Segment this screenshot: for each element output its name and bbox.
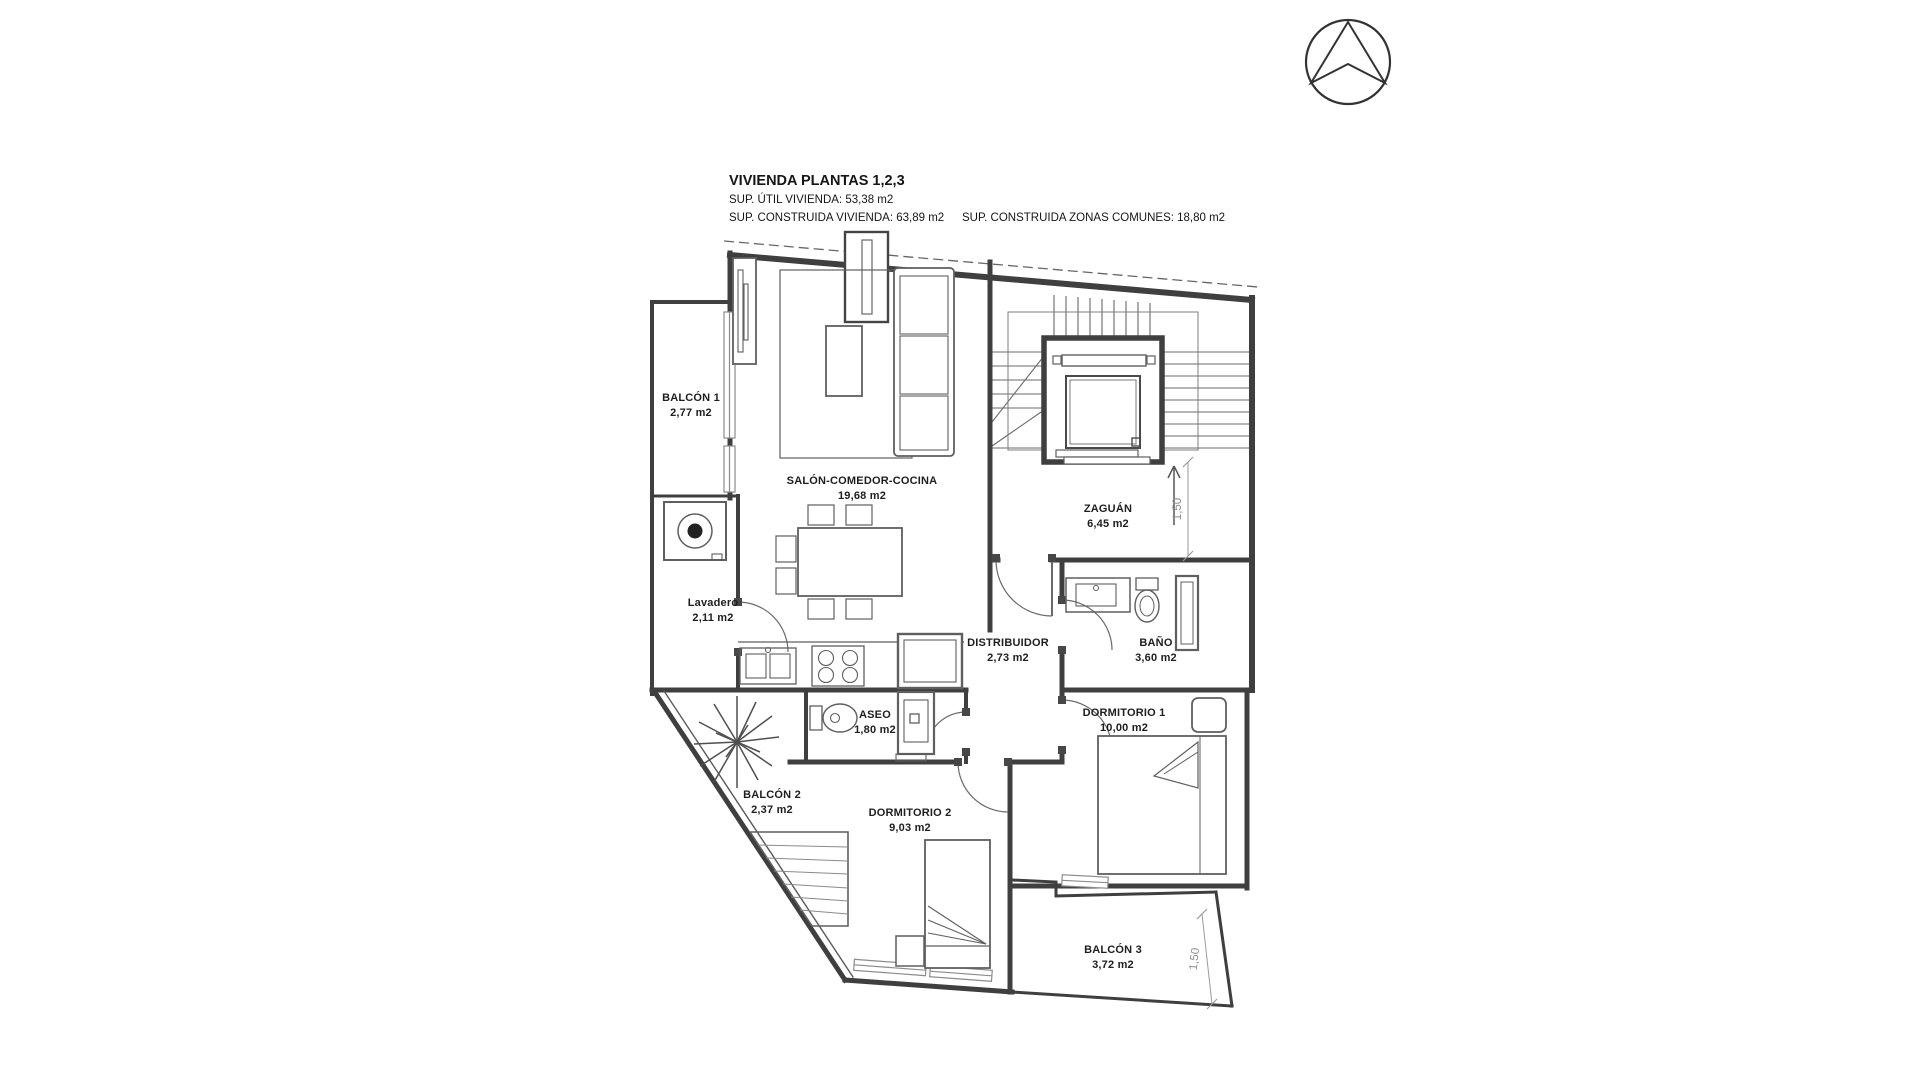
staircase [991,295,1250,525]
distribuidor-area: 2,73 m2 [987,652,1029,664]
dormitorio1-area: 10,00 m2 [1100,722,1148,734]
balcon2-area: 2,37 m2 [751,804,793,816]
sup-construida-viv: SUP. CONSTRUIDA VIVIENDA: 63,89 m2 [729,212,944,224]
room-label-dormitorio2: DORMITORIO 2 9,03 m2 [869,807,952,834]
dormitorio2-area: 9,03 m2 [889,822,931,834]
nightstand-dormitorio1 [1191,697,1227,733]
door-dormitorio2 [954,758,1012,813]
sup-util-viv: SUP. ÚTIL VIVIENDA: 53,38 m2 [729,193,893,206]
room-label-lavadero: Lavadero 2,11 m2 [688,597,739,624]
room-labels: BALCÓN 1 2,77 m2 SALÓN-COMEDOR-COCINA 19… [662,391,1177,971]
plan-title: VIVIENDA PLANTAS 1,2,3 [729,173,905,189]
window-balcon1-upper [723,311,736,439]
door-lavadero [734,598,789,656]
cooktop [811,645,865,687]
dimension-balcon3: 1,50 [1188,908,1218,1010]
side-table-dormitorio2 [895,935,925,967]
dimension-label-balcon3: 1,50 [1188,947,1202,971]
coffee-table [825,325,863,397]
shower-aseo [895,690,936,762]
fridge [896,632,964,690]
room-label-balcon1: BALCÓN 1 2,77 m2 [662,391,720,419]
dimension-label-zaguan: 1,50 [1172,498,1184,520]
salon-area: 19,68 m2 [838,490,886,502]
bano-area: 3,60 m2 [1135,652,1177,664]
room-label-balcon2: BALCÓN 2 2,37 m2 [743,788,801,816]
title-block: VIVIENDA PLANTAS 1,2,3 SUP. ÚTIL VIVIEND… [729,173,1225,224]
aseo-area: 1,80 m2 [854,724,896,736]
lavadero-area: 2,11 m2 [692,612,733,624]
dimension-zaguan: 1,50 [1172,456,1194,562]
sofa [893,267,955,457]
door-zaguan-entry [992,554,1056,617]
zaguan-name: ZAGUÁN [1084,502,1132,515]
balcon1-area: 2,77 m2 [670,407,712,419]
wardrobe-dormitorio2 [748,831,849,927]
zaguan-area: 6,45 m2 [1087,518,1129,530]
room-label-balcon3: BALCÓN 3 3,72 m2 [1084,943,1142,971]
doors [734,554,1113,813]
walls [649,230,1256,1008]
plant-icon [693,696,780,788]
windows [723,311,1109,982]
aseo-name: ASEO [859,709,891,721]
room-label-aseo: ASEO 1,80 m2 [854,709,896,736]
shower-column-bano [1174,574,1200,652]
washing-machine-icon [663,501,727,561]
dormitorio2-name: DORMITORIO 2 [869,807,952,819]
balcon3-area: 3,72 m2 [1092,959,1134,971]
sup-zonas-comunes: SUP. CONSTRUIDA ZONAS COMUNES: 18,80 m2 [962,212,1225,224]
toilet-aseo-icon [809,703,858,733]
bed-dormitorio1 [1097,735,1227,875]
window-balcon3 [1061,874,1109,889]
north-arrow-icon [1304,18,1392,106]
bed-dormitorio2 [924,839,991,969]
lavadero-name: Lavadero [688,597,739,609]
window-balcon1-lower [723,445,736,493]
bano-name: BAÑO [1139,636,1172,649]
window-dorm2-right [928,965,993,982]
entry-cabinet [843,230,890,324]
room-label-salon: SALÓN-COMEDOR-COCINA 19,68 m2 [787,474,938,502]
kitchen-counter [738,632,964,690]
balcon2-name: BALCÓN 2 [743,788,801,801]
toilet-bano-icon [1134,577,1160,623]
stair-direction-arrow [1167,465,1181,525]
kitchen-sink [739,646,797,685]
balcon3-name: BALCÓN 3 [1084,943,1142,956]
tv-unit [732,257,757,365]
elevator [1041,335,1165,465]
dining-table [775,504,903,620]
room-label-dormitorio1: DORMITORIO 1 10,00 m2 [1083,707,1166,734]
balcon1-name: BALCÓN 1 [662,391,720,404]
room-label-bano: BAÑO 3,60 m2 [1135,636,1177,664]
room-label-zaguan: ZAGUÁN 6,45 m2 [1084,502,1132,530]
door-bano [1058,596,1113,654]
dormitorio1-name: DORMITORIO 1 [1083,707,1166,719]
room-label-distribuidor: DISTRIBUIDOR 2,73 m2 [967,637,1049,664]
distribuidor-name: DISTRIBUIDOR [967,637,1049,649]
salon-name: SALÓN-COMEDOR-COCINA [787,474,938,487]
bathroom-sink [1065,577,1131,613]
